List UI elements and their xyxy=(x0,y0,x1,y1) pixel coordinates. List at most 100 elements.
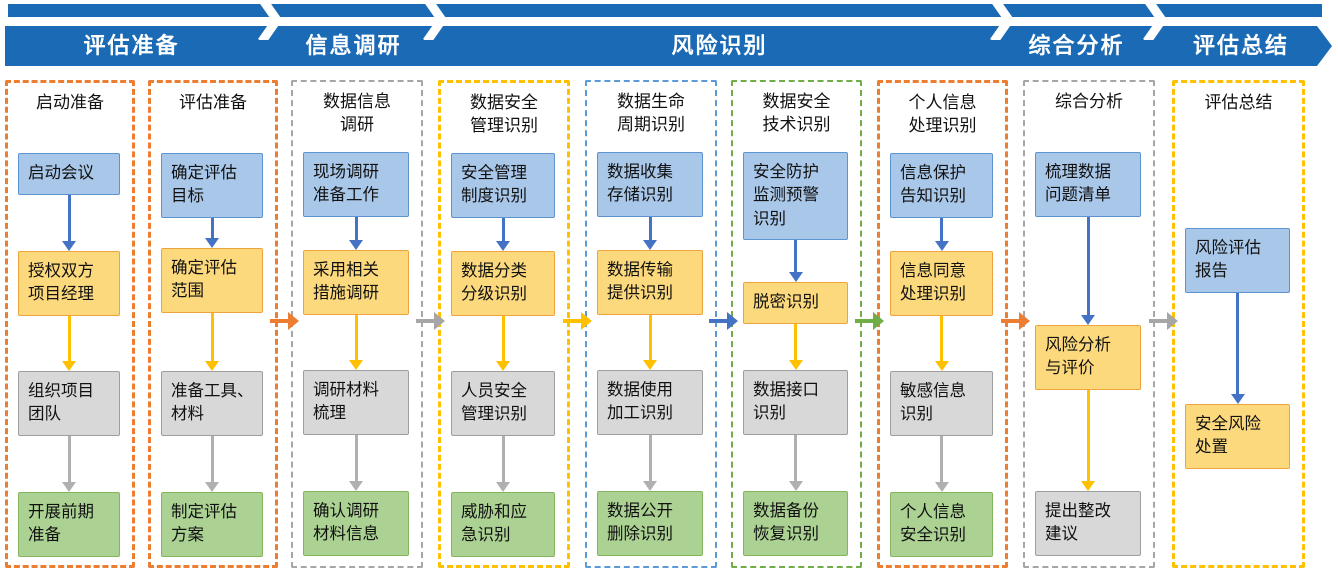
column-title: 数据信息 调研 xyxy=(323,92,391,134)
stage-flow-arrow-line xyxy=(269,319,289,323)
column-title: 数据安全 技术识别 xyxy=(762,92,831,134)
down-arrow-head-icon xyxy=(643,481,657,491)
stage-flow-arrow-line xyxy=(562,319,582,323)
right-arrow-head-icon xyxy=(1018,312,1030,330)
stage-flow-arrow-line xyxy=(854,319,874,323)
down-arrow-head-icon xyxy=(205,482,219,492)
column-title: 启动准备 xyxy=(36,93,104,112)
down-arrow-head-icon xyxy=(788,272,803,282)
right-arrow-head-icon xyxy=(580,312,592,330)
down-arrow-head-icon xyxy=(62,241,76,251)
flow-box-gray: 敏感信息 识别 xyxy=(890,371,993,436)
stage-chevron-icon xyxy=(423,0,449,40)
down-arrow-head-icon xyxy=(1081,315,1095,325)
flow-box-blue: 梳理数据 问题清单 xyxy=(1035,152,1141,217)
flow-box-blue: 启动会议 xyxy=(18,153,120,195)
flow-box-blue: 安全管理 制度识别 xyxy=(451,153,555,218)
down-arrow xyxy=(940,218,943,242)
down-arrow-head-icon xyxy=(205,361,219,371)
flow-box-yellow: 信息同意 处理识别 xyxy=(890,251,993,316)
flow-box-blue: 数据收集 存储识别 xyxy=(597,152,703,217)
down-arrow-head-icon xyxy=(349,481,363,491)
flow-box-gray: 人员安全 管理识别 xyxy=(451,371,555,436)
ribbon-stage-4: 综合分析 xyxy=(1028,33,1125,58)
down-arrow xyxy=(940,316,943,362)
stage-flow-arrow-line xyxy=(709,319,728,323)
down-arrow xyxy=(940,436,943,483)
down-arrow-head-icon xyxy=(496,482,510,492)
stage-flow-arrow xyxy=(854,312,885,330)
column-title: 评估准备 xyxy=(179,93,247,112)
down-arrow-head-icon xyxy=(788,481,803,491)
stage-column-launch-prep: 启动准备启动会议授权双方 项目经理组织项目 团队开展前期 准备 xyxy=(5,80,135,568)
stage-flow-arrow-line xyxy=(1000,319,1020,323)
flow-box-yellow: 风险分析 与评价 xyxy=(1035,325,1141,390)
stage-flow-arrow xyxy=(269,312,300,330)
down-arrow xyxy=(67,195,71,242)
flow-box-green: 个人信息 安全识别 xyxy=(890,492,993,557)
flow-box-green: 威胁和应 急识别 xyxy=(451,492,555,557)
down-arrow-head-icon xyxy=(496,361,510,371)
flow-box-yellow: 采用相关 措施调研 xyxy=(303,250,409,315)
down-arrow-head-icon xyxy=(205,238,219,248)
stage-flow-arrow-line xyxy=(415,319,435,323)
stage-column-comprehensive-analysis: 综合分析梳理数据 问题清单风险分析 与评价提出整改 建议 xyxy=(1023,80,1155,568)
column-title: 个人信息 处理识别 xyxy=(908,93,977,135)
flow-box-gray: 提出整改 建议 xyxy=(1035,491,1141,556)
down-arrow xyxy=(501,316,505,362)
flow-box-yellow: 脱密识别 xyxy=(743,282,848,324)
column-title: 评估总结 xyxy=(1204,93,1273,112)
down-arrow xyxy=(794,435,797,482)
right-arrow-head-icon xyxy=(1166,312,1178,330)
right-arrow-head-icon xyxy=(727,312,738,330)
stage-column-assessment-summary: 评估总结风险评估 报告安全风险 处置 xyxy=(1172,80,1305,568)
down-arrow xyxy=(794,324,797,361)
flow-box-gray: 准备工具、 材料 xyxy=(161,371,263,436)
down-arrow-head-icon xyxy=(934,482,949,492)
down-arrow-head-icon xyxy=(1081,481,1095,491)
ribbon-stage-1: 评估准备 xyxy=(83,33,180,58)
right-arrow-head-icon xyxy=(872,312,884,330)
down-arrow-head-icon xyxy=(496,241,510,251)
down-arrow xyxy=(67,436,71,483)
down-arrow-head-icon xyxy=(643,360,657,370)
flow-box-blue: 确定评估 目标 xyxy=(161,153,263,218)
stage-flow-arrow xyxy=(562,312,593,330)
flow-box-green: 确认调研 材料信息 xyxy=(303,491,409,556)
top-accent-bar xyxy=(8,4,1322,17)
down-arrow xyxy=(1086,217,1090,316)
flow-box-green: 数据公开 删除识别 xyxy=(597,491,703,556)
down-arrow-head-icon xyxy=(934,361,949,371)
stage-column-data-lifecycle-identify: 数据生命 周期识别数据收集 存储识别数据传输 提供识别数据使用 加工识别数据公开… xyxy=(585,80,717,568)
flow-box-yellow: 授权双方 项目经理 xyxy=(18,251,120,316)
flow-box-yellow: 数据传输 提供识别 xyxy=(597,250,703,315)
stage-column-data-info-research: 数据信息 调研现场调研 准备工作采用相关 措施调研调研材料 梳理确认调研 材料信… xyxy=(291,80,423,568)
flow-box-yellow: 数据分类 分级识别 xyxy=(451,251,555,316)
down-arrow xyxy=(210,313,214,362)
down-arrow xyxy=(354,315,358,361)
down-arrow xyxy=(354,217,358,241)
flow-box-green: 数据备份 恢复识别 xyxy=(743,491,848,556)
stage-chevron-icon xyxy=(258,0,284,40)
down-arrow-head-icon xyxy=(349,360,363,370)
down-arrow xyxy=(794,240,797,273)
stage-column-personal-info-processing-identify: 个人信息 处理识别信息保护 告知识别信息同意 处理识别敏感信息 识别个人信息 安… xyxy=(877,80,1008,568)
stage-flow-arrow xyxy=(1148,312,1179,330)
ribbon-stage-2: 信息调研 xyxy=(305,33,402,58)
ribbon-stage-3: 风险识别 xyxy=(671,33,768,58)
flow-box-green: 开展前期 准备 xyxy=(18,492,120,557)
stage-column-data-security-mgmt-identify: 数据安全 管理识别安全管理 制度识别数据分类 分级识别人员安全 管理识别威胁和应… xyxy=(438,80,570,568)
flow-box-yellow: 安全风险 处置 xyxy=(1185,404,1290,469)
down-arrow-head-icon xyxy=(349,240,363,250)
flow-box-blue: 安全防护 监测预警 识别 xyxy=(743,152,848,241)
flow-box-blue: 信息保护 告知识别 xyxy=(890,153,993,218)
stage-flow-arrow-line xyxy=(1148,319,1168,323)
flow-box-yellow: 确定评估 范围 xyxy=(161,248,263,313)
down-arrow-head-icon xyxy=(62,482,76,492)
flow-box-blue: 现场调研 准备工作 xyxy=(303,152,409,217)
flow-box-gray: 组织项目 团队 xyxy=(18,371,120,436)
stage-column-data-security-tech-identify: 数据安全 技术识别安全防护 监测预警 识别脱密识别数据接口 识别数据备份 恢复识… xyxy=(731,80,862,568)
down-arrow xyxy=(648,315,652,361)
down-arrow-head-icon xyxy=(788,360,803,370)
flow-box-gray: 数据使用 加工识别 xyxy=(597,370,703,435)
